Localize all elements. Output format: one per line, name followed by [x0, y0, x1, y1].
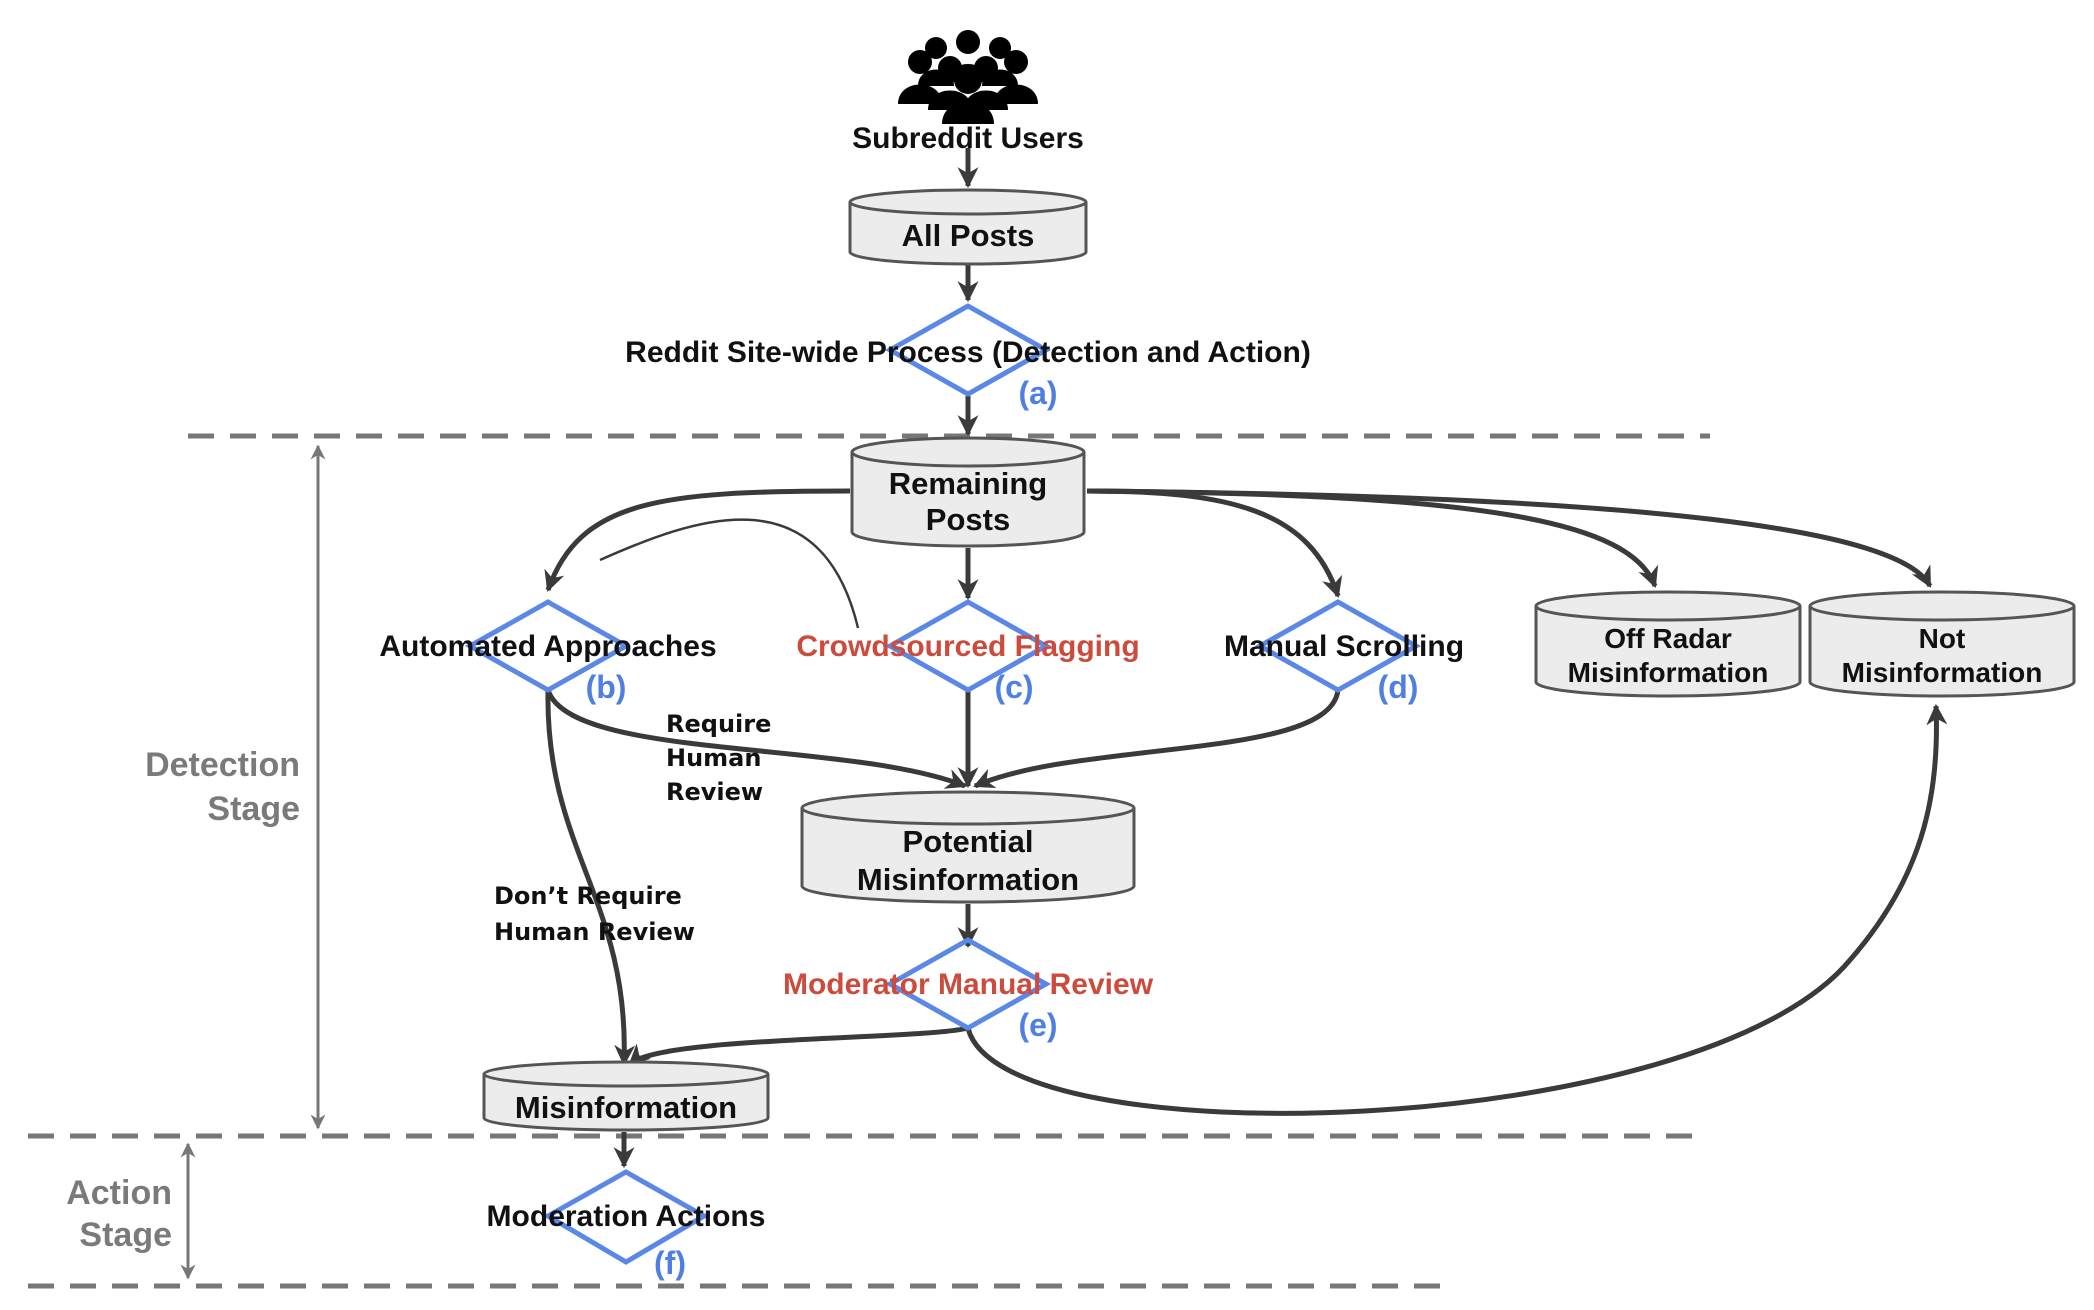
svg-text:Crowdsourced Flagging: Crowdsourced Flagging [796, 630, 1139, 663]
action-stage-label: Action [66, 1174, 172, 1212]
potential-misinformation-node: Potential Misinformation [800, 790, 1136, 904]
svg-text:Moderator Manual Review: Moderator Manual Review [783, 968, 1154, 1001]
group-people-icon [898, 30, 1038, 124]
not-misinformation-node: Not Misinformation [1808, 590, 2076, 698]
all-posts-node: All Posts [848, 188, 1088, 266]
off-radar-misinformation-node: Off Radar Misinformation [1534, 590, 1802, 698]
edge-remaining-to-automated [544, 488, 851, 592]
svg-text:(e): (e) [1018, 1007, 1057, 1043]
svg-text:Automated Approaches: Automated Approaches [379, 630, 716, 663]
edge-automated-to-misinformation [545, 689, 636, 1067]
detection-stage-label: Detection [145, 746, 300, 784]
svg-text:Moderation Actions: Moderation Actions [487, 1200, 766, 1233]
edge-moderatorreview-to-misinformation [628, 1025, 969, 1067]
svg-text:Human Review: Human Review [494, 918, 695, 946]
sitewide-process-node: Reddit Site-wide Process (Detection and … [625, 303, 1311, 411]
svg-text:Manual Scrolling: Manual Scrolling [1224, 630, 1464, 663]
detection-stage-label-line2: Stage [207, 790, 300, 828]
svg-text:(c): (c) [994, 669, 1033, 705]
moderator-manual-review-node: Moderator Manual Review (e) [783, 937, 1154, 1043]
svg-text:Reddit Site-wide Process (Dete: Reddit Site-wide Process (Detection and … [625, 336, 1311, 369]
svg-text:Potential: Potential [903, 824, 1034, 859]
remaining-posts-node: Remaining Posts [850, 436, 1086, 548]
svg-text:Misinformation: Misinformation [1842, 657, 2043, 688]
misinformation-node: Misinformation [482, 1060, 770, 1132]
svg-text:Posts: Posts [926, 502, 1010, 537]
svg-text:(a): (a) [1018, 375, 1057, 411]
edge-remaining-to-manualscroll [1086, 488, 1343, 598]
svg-text:(f): (f) [654, 1245, 686, 1281]
svg-text:Misinformation: Misinformation [1568, 657, 1769, 688]
svg-text:Off Radar: Off Radar [1604, 623, 1732, 654]
edge-moderatorreview-to-notmisinfo [965, 703, 1948, 1116]
svg-text:Human: Human [666, 744, 761, 772]
svg-text:(b): (b) [586, 669, 627, 705]
dont-require-human-review-label: Don’t Require Human Review [494, 882, 695, 946]
svg-text:Not: Not [1919, 623, 1966, 654]
subreddit-users-label: Subreddit Users [852, 122, 1084, 155]
svg-text:Remaining: Remaining [889, 466, 1047, 501]
edge-crowdsourced-to-automated [599, 518, 860, 629]
require-human-review-label: Require Human Review [666, 710, 771, 806]
svg-text:All Posts: All Posts [902, 218, 1035, 253]
svg-text:(d): (d) [1378, 669, 1419, 705]
svg-text:Don’t Require: Don’t Require [494, 882, 682, 910]
svg-text:Misinformation: Misinformation [515, 1090, 737, 1125]
automated-approaches-node: Automated Approaches (b) [379, 599, 717, 705]
moderation-actions-node: Moderation Actions (f) [487, 1169, 766, 1281]
edge-remaining-to-notmisinfo [1086, 488, 1933, 588]
svg-text:Review: Review [666, 778, 763, 806]
edge-automated-to-potential [545, 689, 967, 789]
action-stage-label-line2: Stage [79, 1216, 172, 1254]
svg-text:Require: Require [666, 710, 771, 738]
edge-manualscroll-to-potential [973, 689, 1341, 789]
manual-scrolling-node: Manual Scrolling (d) [1224, 599, 1464, 705]
crowdsourced-flagging-node: Crowdsourced Flagging (c) [796, 599, 1140, 705]
svg-text:Misinformation: Misinformation [857, 862, 1079, 897]
